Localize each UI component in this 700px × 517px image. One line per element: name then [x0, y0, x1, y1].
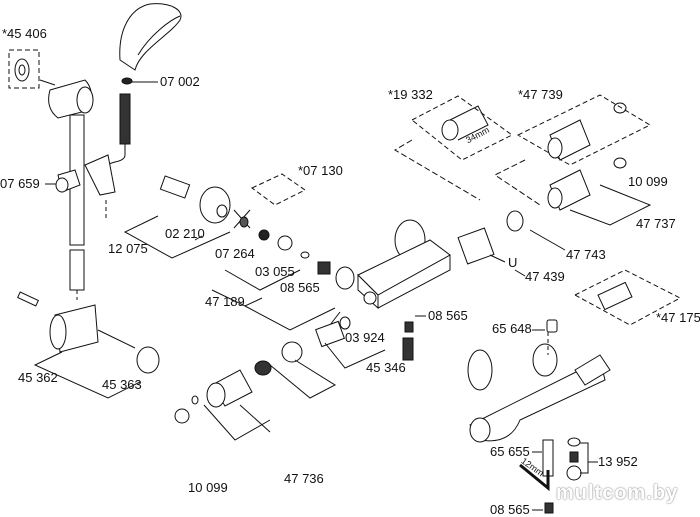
part-label-45346: 45 346 — [366, 360, 406, 375]
connector-parts — [159, 175, 355, 290]
part-label-10099-upper: 10 099 — [628, 174, 668, 189]
part-label-47736: 47 736 — [284, 471, 324, 486]
part-label-45406: *45 406 — [2, 26, 47, 41]
part-label-07130: *07 130 — [298, 163, 343, 178]
part-label-47175: *47 175 — [656, 310, 700, 325]
part-label-12075: 12 075 — [108, 241, 148, 256]
dashed-box-45406 — [8, 49, 40, 89]
cap-45406-inner — [18, 64, 26, 76]
rail-holder — [17, 291, 160, 374]
part-label-65655: 65 655 — [490, 444, 530, 459]
watermark: multcom.by — [556, 482, 679, 504]
thermostat-body — [357, 210, 524, 361]
part-label-65648: 65 648 — [492, 321, 532, 336]
part-label-13952: 13 952 — [598, 454, 638, 469]
part-label-47737: 47 737 — [636, 216, 676, 231]
part-label-10099-lower: 10 099 — [188, 480, 228, 495]
part-label-08565-lower: 08 565 — [490, 502, 530, 517]
handle-19332 — [441, 119, 459, 141]
part-label-03055: 03 055 — [255, 264, 295, 279]
part-label-47189: 47 189 — [205, 294, 245, 309]
part-label-02210: 02 210 — [165, 226, 205, 241]
part-label-19332: *19 332 — [388, 87, 433, 102]
part-label-03924: 03 924 — [345, 330, 385, 345]
bath-mixer — [467, 319, 611, 514]
part-label-47743: 47 743 — [566, 247, 606, 262]
part-label-45363: 45 363 — [102, 377, 142, 392]
hand-shower-part — [104, 3, 182, 166]
part-label-08565-upper: 08 565 — [280, 280, 320, 295]
cap-45406 — [14, 58, 30, 82]
part-label-07002: 07 002 — [160, 74, 200, 89]
part-label-45362: 45 362 — [18, 370, 58, 385]
part-label-08565-middle: 08 565 — [428, 308, 468, 323]
dashed-box-07130 — [251, 173, 306, 206]
part-label-47439: 47 439 — [525, 269, 565, 284]
dashed-box-47175 — [573, 269, 682, 326]
dashed-box-19332 — [411, 95, 513, 161]
shower-rail — [48, 79, 116, 300]
part-label-07659: 07 659 — [0, 176, 40, 191]
cartridge-lower — [174, 316, 351, 424]
part-label-07264: 07 264 — [215, 246, 255, 261]
part-label-47739: *47 739 — [518, 87, 563, 102]
part-label-u: U — [508, 255, 518, 270]
